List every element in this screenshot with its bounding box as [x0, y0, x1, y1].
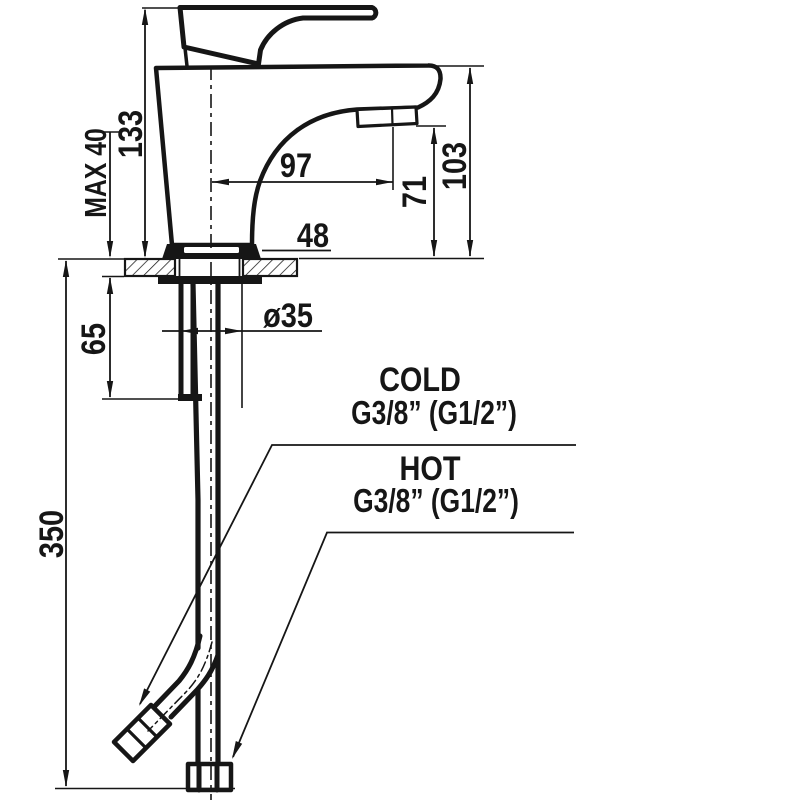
dimension-spout-reach: 97: [212, 127, 394, 190]
dimension-shank-length: 65: [74, 277, 200, 400]
cold-label: COLD: [379, 360, 461, 399]
threaded-shank: [178, 277, 243, 408]
callout-hot-connection: HOT G3/8” (G1/2”): [232, 449, 574, 759]
dim-label-max40: MAX 40: [78, 128, 112, 218]
hot-fitting-facet-lines: [196, 761, 220, 793]
hot-thread-label: G3/8” (G1/2”): [353, 483, 519, 519]
hot-label: HOT: [400, 449, 461, 488]
faucet-body: [153, 63, 443, 248]
base-plate: [162, 244, 261, 259]
supply-hose-angled: [111, 633, 221, 764]
angled-hose-outer-wall: [150, 633, 203, 711]
countertop-section: [58, 257, 299, 278]
cold-thread-label: G3/8” (G1/2”): [351, 395, 517, 431]
dimension-spout-height: 71: [395, 125, 446, 257]
aerator-divider-line: [390, 106, 394, 127]
counter-hatch-left: [123, 257, 177, 278]
lever-handle: [177, 5, 379, 67]
mounting-nut: [158, 276, 262, 284]
dimension-annotations: 133 MAX 40 65 350: [32, 7, 576, 790]
dim-label-133: 133: [111, 110, 150, 158]
hose-fitting-cold: [111, 702, 173, 764]
spout-aerator: [355, 105, 419, 129]
faucet-structure: [58, 5, 443, 800]
dim-label-o35: ø35: [263, 296, 313, 335]
counter-hatch-right: [241, 257, 299, 278]
dim-label-71: 71: [395, 176, 434, 208]
supply-hose-straight: [190, 281, 221, 767]
dim-label-97: 97: [280, 146, 312, 185]
hose-fitting-hot: [185, 761, 234, 793]
dimension-total-height: 133: [111, 7, 182, 258]
dimension-max-counter-thickness: MAX 40: [78, 128, 124, 278]
cold-fitting-facet-lines: [125, 716, 159, 750]
angled-hose-centerline: [147, 641, 213, 732]
callout-cold-connection: COLD G3/8” (G1/2”): [139, 360, 576, 706]
dimension-top-height: 103: [299, 65, 484, 260]
dim-label-350: 350: [32, 510, 71, 558]
dimension-hose-length: 350: [32, 260, 235, 790]
dim-label-48: 48: [297, 216, 329, 255]
dim-label-103: 103: [435, 142, 474, 190]
dimension-base-width: 48: [262, 216, 331, 255]
hose-left-wall: [190, 281, 201, 767]
dim-label-65: 65: [74, 323, 113, 355]
stud-end-cap: [178, 394, 202, 401]
dimension-hole-diameter: ø35: [162, 296, 322, 335]
tailpiece-in-hole-lines: [178, 258, 241, 277]
angled-hose-inner-wall: [168, 652, 221, 720]
